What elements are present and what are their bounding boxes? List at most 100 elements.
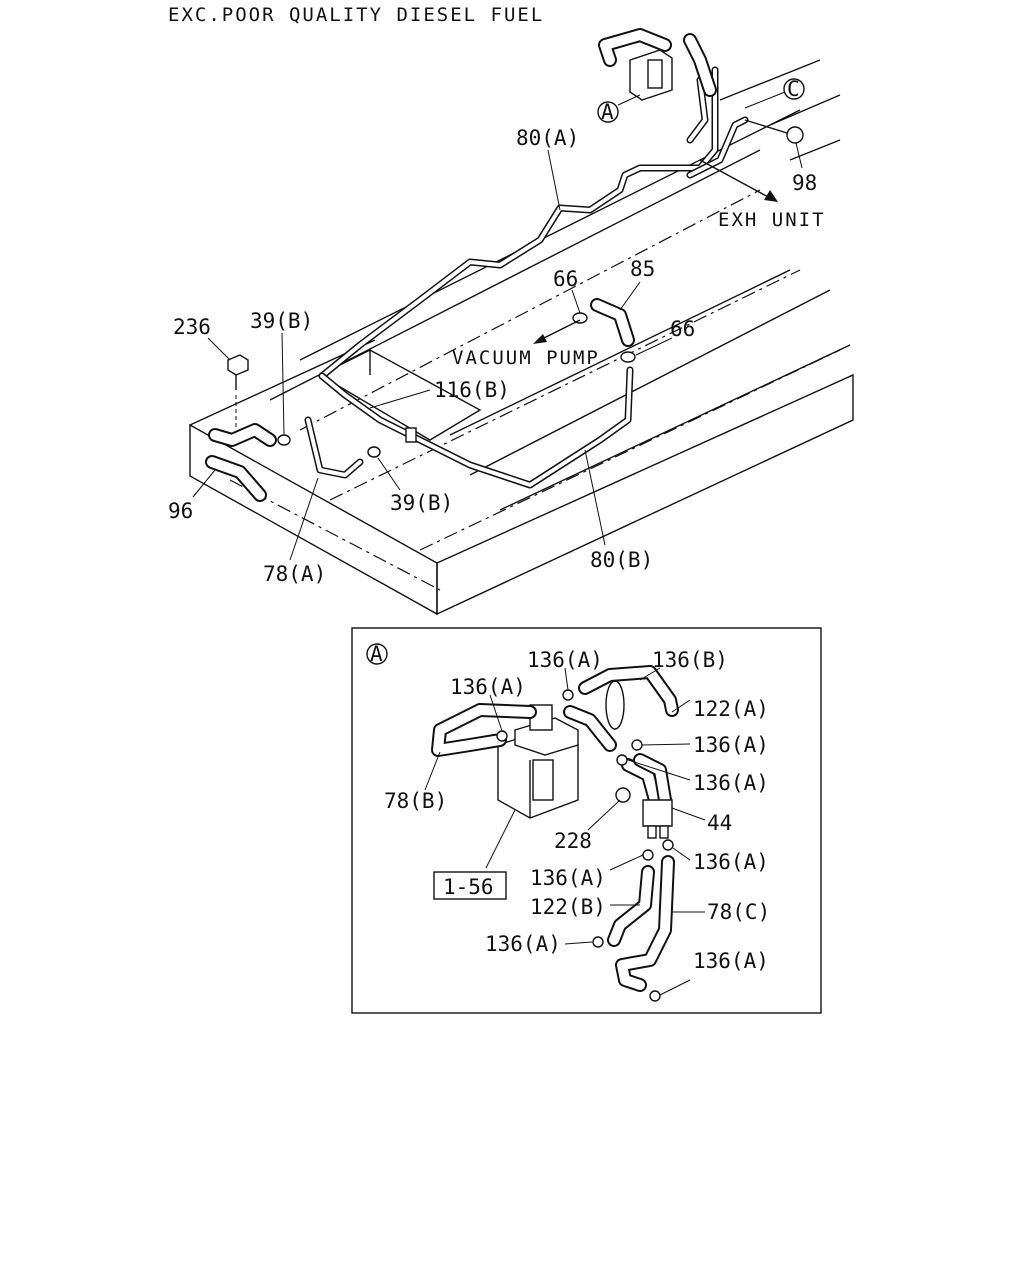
label-96: 96 <box>168 499 193 523</box>
centerline-2 <box>329 269 801 501</box>
fuel-pipe-return <box>686 76 749 179</box>
detail-clip-4 <box>616 754 628 766</box>
rail-top-1 <box>719 59 821 101</box>
detail-hose-78b <box>431 703 537 757</box>
arrow-vacuum-pump <box>533 319 581 344</box>
hose-85 <box>590 298 635 347</box>
detail-clip-1 <box>562 689 574 701</box>
svg-text:C: C <box>787 77 800 101</box>
detail-clips <box>496 689 674 1002</box>
rail-mid-1 <box>449 269 791 436</box>
rail-mid-2 <box>469 289 831 476</box>
label-39b-bottom: 39(B) <box>390 491 453 515</box>
bolt-98 <box>744 119 804 144</box>
detail-a-border <box>351 627 822 1014</box>
label-66-upper: 66 <box>553 267 578 291</box>
detail-clip-7 <box>592 936 604 948</box>
cross-member <box>318 349 482 441</box>
label-122b: 122(B) <box>530 895 606 919</box>
detail-hose-122b <box>607 865 655 947</box>
detail-hose-78c <box>615 855 675 992</box>
detail-clip-6 <box>662 839 674 851</box>
clip-116b <box>405 427 417 443</box>
fuel-filter-top <box>629 49 673 101</box>
fuel-pipe-80b <box>318 366 634 489</box>
label-136b: 136(B) <box>652 648 728 672</box>
detail-joint-port-right <box>659 825 669 839</box>
hose-78a <box>304 416 364 479</box>
detail-joint-port-left <box>647 825 657 839</box>
label-136a-1: 136(A) <box>527 648 603 672</box>
svg-text:A: A <box>370 642 383 666</box>
vacuum-pump-label: VACUUM PUMP <box>452 347 600 369</box>
bolt-236 <box>227 354 249 430</box>
callout-a-detail: A <box>366 642 388 666</box>
clip-116b-body <box>405 427 417 443</box>
svg-text:1-56: 1-56 <box>443 875 494 899</box>
detail-filter-cartridge <box>532 759 554 801</box>
label-136a-6: 136(A) <box>530 866 606 890</box>
fuel-pipe-80a <box>318 66 719 380</box>
centerline-3 <box>419 349 841 551</box>
callout-c-top: C <box>783 77 805 101</box>
rail-top-2 <box>769 94 841 126</box>
label-136a-5: 136(A) <box>693 850 769 874</box>
detail-fuel-filter <box>497 704 579 819</box>
filter-cartridge <box>647 59 663 89</box>
clamp-39b-upper <box>277 434 291 446</box>
callout-a-top: A <box>597 100 619 124</box>
detail-a-panel: A <box>351 627 822 1014</box>
label-78a: 78(A) <box>263 562 326 586</box>
label-80a: 80(A) <box>516 126 579 150</box>
clip-66 <box>572 312 636 363</box>
detail-clip-5 <box>642 849 654 861</box>
label-116b: 116(B) <box>434 378 510 402</box>
detail-clip-2 <box>496 730 508 742</box>
label-85: 85 <box>630 257 655 281</box>
leader-lines-detail <box>424 667 706 996</box>
label-136a-8: 136(A) <box>693 949 769 973</box>
label-44: 44 <box>707 811 732 835</box>
clamp-39b-lower <box>367 446 381 458</box>
detail-hose-122a <box>563 705 617 752</box>
exh-unit-label: EXH UNIT <box>718 209 826 231</box>
detail-washer-228 <box>615 787 631 803</box>
label-98: 98 <box>792 171 817 195</box>
arrow-exh-unit <box>699 159 778 202</box>
top-hose-assembly <box>598 28 717 97</box>
label-228: 228 <box>554 829 592 853</box>
clamp-39b <box>277 434 381 458</box>
label-136a-2: 136(A) <box>450 675 526 699</box>
detail-clamp-136b <box>605 680 625 730</box>
rail-upper-2 <box>269 149 761 401</box>
frame-right-face <box>436 373 854 616</box>
label-136a-7: 136(A) <box>485 932 561 956</box>
label-122a: 122(A) <box>693 697 769 721</box>
clip-66-lower <box>620 351 636 363</box>
label-39b-top: 39(B) <box>250 309 313 333</box>
detail-hose-136b-loop <box>578 665 679 730</box>
label-78b: 78(B) <box>384 789 447 813</box>
label-136a-3: 136(A) <box>693 733 769 757</box>
hose-96 <box>205 423 277 502</box>
detail-clip-3 <box>631 739 643 751</box>
detail-joint-body <box>642 799 673 827</box>
rail-top-3 <box>789 139 841 161</box>
label-136a-4: 136(A) <box>693 771 769 795</box>
label-66-lower: 66 <box>670 317 695 341</box>
clip-66-upper <box>572 312 588 324</box>
detail-clip-8 <box>649 990 661 1002</box>
bolt-98-head <box>786 126 804 144</box>
bolt-236-head <box>227 354 249 376</box>
centerline-1 <box>299 189 761 431</box>
label-80b: 80(B) <box>590 548 653 572</box>
diagram-title: EXC.POOR QUALITY DIESEL FUEL <box>168 4 544 26</box>
leader-lines-main <box>192 91 803 561</box>
label-236: 236 <box>173 315 211 339</box>
bolt-98-axis <box>744 119 788 134</box>
label-78c: 78(C) <box>707 900 770 924</box>
ref-box-1-56: 1-56 <box>433 871 507 900</box>
svg-text:A: A <box>601 100 614 124</box>
